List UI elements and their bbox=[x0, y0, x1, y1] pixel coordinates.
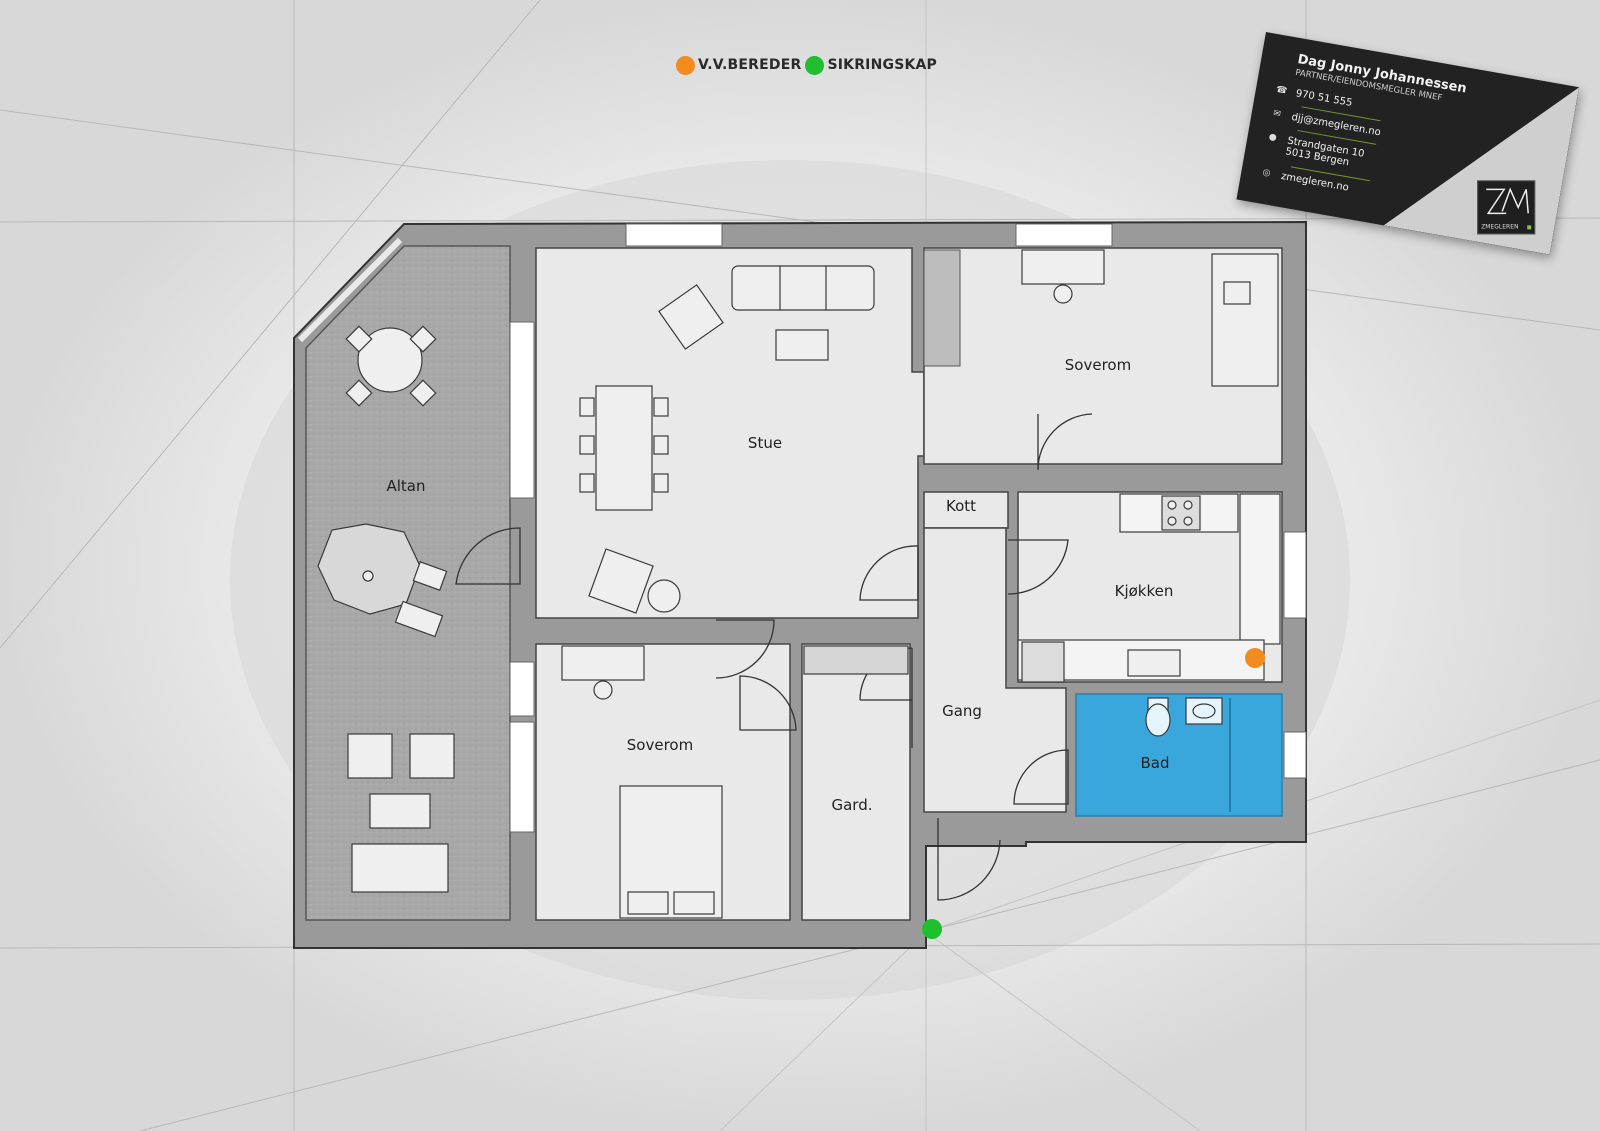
room-label-kott: Kott bbox=[946, 497, 976, 515]
washbasin bbox=[1192, 703, 1216, 719]
card-phone-row: ☎ 970 51 555 bbox=[1275, 85, 1353, 109]
business-card: Dag Jonny Johannessen PARTNER/EIENDOMSME… bbox=[1236, 32, 1580, 255]
logo-text: ZMEGLEREN bbox=[1481, 223, 1519, 231]
card-email: djj@zmegleren.no bbox=[1290, 111, 1382, 139]
toilet bbox=[1145, 703, 1171, 737]
single-bed bbox=[1211, 253, 1279, 387]
room-label-soverom-1: Soverom bbox=[1065, 356, 1131, 374]
room-labels: Altan Stue Soverom Soverom Kott Kjøkken … bbox=[386, 356, 1173, 814]
legend-label-fuse-box: SIKRINGSKAP bbox=[827, 57, 938, 73]
legend-label-water-heater: V.V.BEREDER bbox=[698, 57, 802, 73]
bathroom-floor bbox=[1075, 693, 1283, 817]
logo-accent-square bbox=[1527, 225, 1532, 230]
furniture bbox=[317, 249, 1281, 919]
room-label-altan: Altan bbox=[386, 477, 425, 495]
coffee-table bbox=[775, 329, 829, 361]
side-table bbox=[647, 579, 681, 613]
card-email-row: ✉ djj@zmegleren.no bbox=[1271, 108, 1382, 139]
legend-item-fuse-box: SIKRINGSKAP bbox=[805, 55, 938, 75]
globe-icon: ◎ bbox=[1261, 167, 1272, 179]
armchair-2 bbox=[588, 548, 654, 614]
closet-wardrobe bbox=[923, 249, 961, 367]
legend-item-water-heater: V.V.BEREDER bbox=[676, 55, 802, 75]
orange-dot-icon bbox=[676, 55, 695, 75]
card-website-row: ◎ zmegleren.no bbox=[1261, 167, 1350, 194]
dining-table bbox=[595, 385, 653, 511]
room-label-bad: Bad bbox=[1140, 754, 1169, 772]
balcony-railing bbox=[297, 237, 403, 343]
zmegleren-logo: ZMEGLEREN bbox=[1477, 180, 1536, 235]
green-dot-icon bbox=[805, 55, 825, 75]
cooktop bbox=[1161, 495, 1201, 531]
desk-1 bbox=[1021, 249, 1105, 285]
room-label-soverom-2: Soverom bbox=[627, 736, 693, 754]
balcony-round-table bbox=[357, 327, 423, 393]
desk-2 bbox=[561, 645, 645, 681]
phone-icon: ☎ bbox=[1275, 84, 1289, 97]
zm-monogram-icon bbox=[1486, 187, 1529, 215]
kitchen-sink bbox=[1127, 649, 1181, 677]
location-pin-icon: ● bbox=[1267, 132, 1278, 144]
water-heater-marker bbox=[1245, 648, 1265, 668]
armchair-1 bbox=[658, 284, 724, 350]
sofa bbox=[731, 265, 875, 311]
fridge bbox=[1021, 641, 1065, 683]
room-label-gard: Gard. bbox=[831, 796, 872, 814]
room-label-stue: Stue bbox=[748, 434, 782, 452]
room-label-gang: Gang bbox=[942, 702, 982, 720]
doors bbox=[455, 413, 1093, 901]
card-address-row: ● Strandgaten 10 5013 Bergen bbox=[1265, 132, 1365, 171]
fuse-box-marker bbox=[922, 919, 942, 939]
windows bbox=[509, 223, 1307, 833]
legend: V.V.BEREDER SIKRINGSKAP bbox=[676, 52, 937, 78]
mail-icon: ✉ bbox=[1272, 108, 1282, 120]
room-label-kjokken: Kjøkken bbox=[1115, 582, 1174, 600]
